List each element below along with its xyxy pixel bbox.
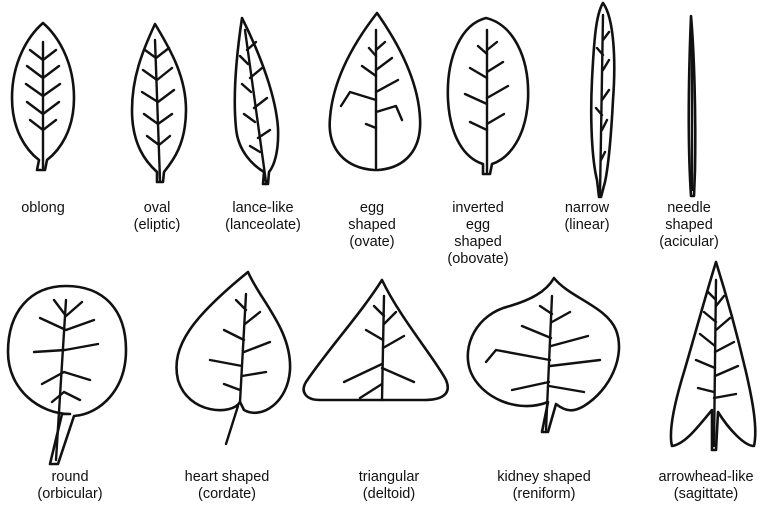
caption-line: heart shaped bbox=[185, 469, 270, 486]
caption-line: (ovate) bbox=[348, 234, 396, 251]
caption-line: triangular bbox=[359, 469, 419, 486]
caption-linear: narrow (linear) bbox=[564, 200, 609, 234]
caption-cordate: heart shaped (cordate) bbox=[185, 469, 270, 503]
caption-line: (sagittate) bbox=[658, 486, 753, 503]
caption-line: kidney shaped bbox=[497, 469, 591, 486]
caption-reniform: kidney shaped (reniform) bbox=[497, 469, 591, 503]
caption-lanceolate: lance-like (lanceolate) bbox=[225, 200, 301, 234]
caption-line: lance-like bbox=[225, 200, 301, 217]
caption-sagittate: arrowhead-like (sagittate) bbox=[658, 469, 753, 503]
caption-obovate: inverted egg shaped (obovate) bbox=[447, 200, 508, 268]
caption-acicular: needle shaped (acicular) bbox=[659, 200, 719, 251]
acicular-leaf-icon bbox=[689, 16, 696, 196]
deltoid-leaf-icon bbox=[304, 280, 448, 400]
caption-oblong: oblong bbox=[21, 200, 65, 217]
caption-line: shaped bbox=[348, 217, 396, 234]
caption-ovate: egg shaped (ovate) bbox=[348, 200, 396, 251]
caption-line: egg bbox=[348, 200, 396, 217]
caption-line: inverted bbox=[447, 200, 508, 217]
caption-line: egg bbox=[447, 217, 508, 234]
caption-oval: oval (eliptic) bbox=[134, 200, 181, 234]
caption-line: (cordate) bbox=[185, 486, 270, 503]
oblong-leaf-icon bbox=[12, 23, 74, 170]
caption-line: needle bbox=[659, 200, 719, 217]
caption-line: (eliptic) bbox=[134, 217, 181, 234]
caption-line: (lanceolate) bbox=[225, 217, 301, 234]
caption-line: (linear) bbox=[564, 217, 609, 234]
obovate-leaf-icon bbox=[448, 18, 528, 174]
orbicular-leaf-icon bbox=[8, 286, 126, 464]
caption-line: (acicular) bbox=[659, 234, 719, 251]
caption-orbicular: round (orbicular) bbox=[37, 469, 102, 503]
ovate-leaf-icon bbox=[330, 13, 420, 170]
caption-line: oval bbox=[134, 200, 181, 217]
reniform-leaf-icon bbox=[468, 278, 619, 432]
caption-line: (reniform) bbox=[497, 486, 591, 503]
caption-line: shaped bbox=[659, 217, 719, 234]
sagittate-leaf-icon bbox=[671, 262, 755, 450]
lanceolate-leaf-icon bbox=[235, 18, 278, 184]
linear-leaf-icon bbox=[591, 3, 614, 197]
caption-deltoid: triangular (deltoid) bbox=[359, 469, 419, 503]
caption-line: (deltoid) bbox=[359, 486, 419, 503]
caption-line: arrowhead-like bbox=[658, 469, 753, 486]
caption-line: shaped bbox=[447, 234, 508, 251]
caption-line: (obovate) bbox=[447, 251, 508, 268]
cordate-leaf-icon bbox=[176, 272, 290, 444]
caption-line: oblong bbox=[21, 200, 65, 217]
caption-line: narrow bbox=[564, 200, 609, 217]
caption-line: round bbox=[37, 469, 102, 486]
caption-line: (orbicular) bbox=[37, 486, 102, 503]
oval-leaf-icon bbox=[132, 24, 186, 182]
